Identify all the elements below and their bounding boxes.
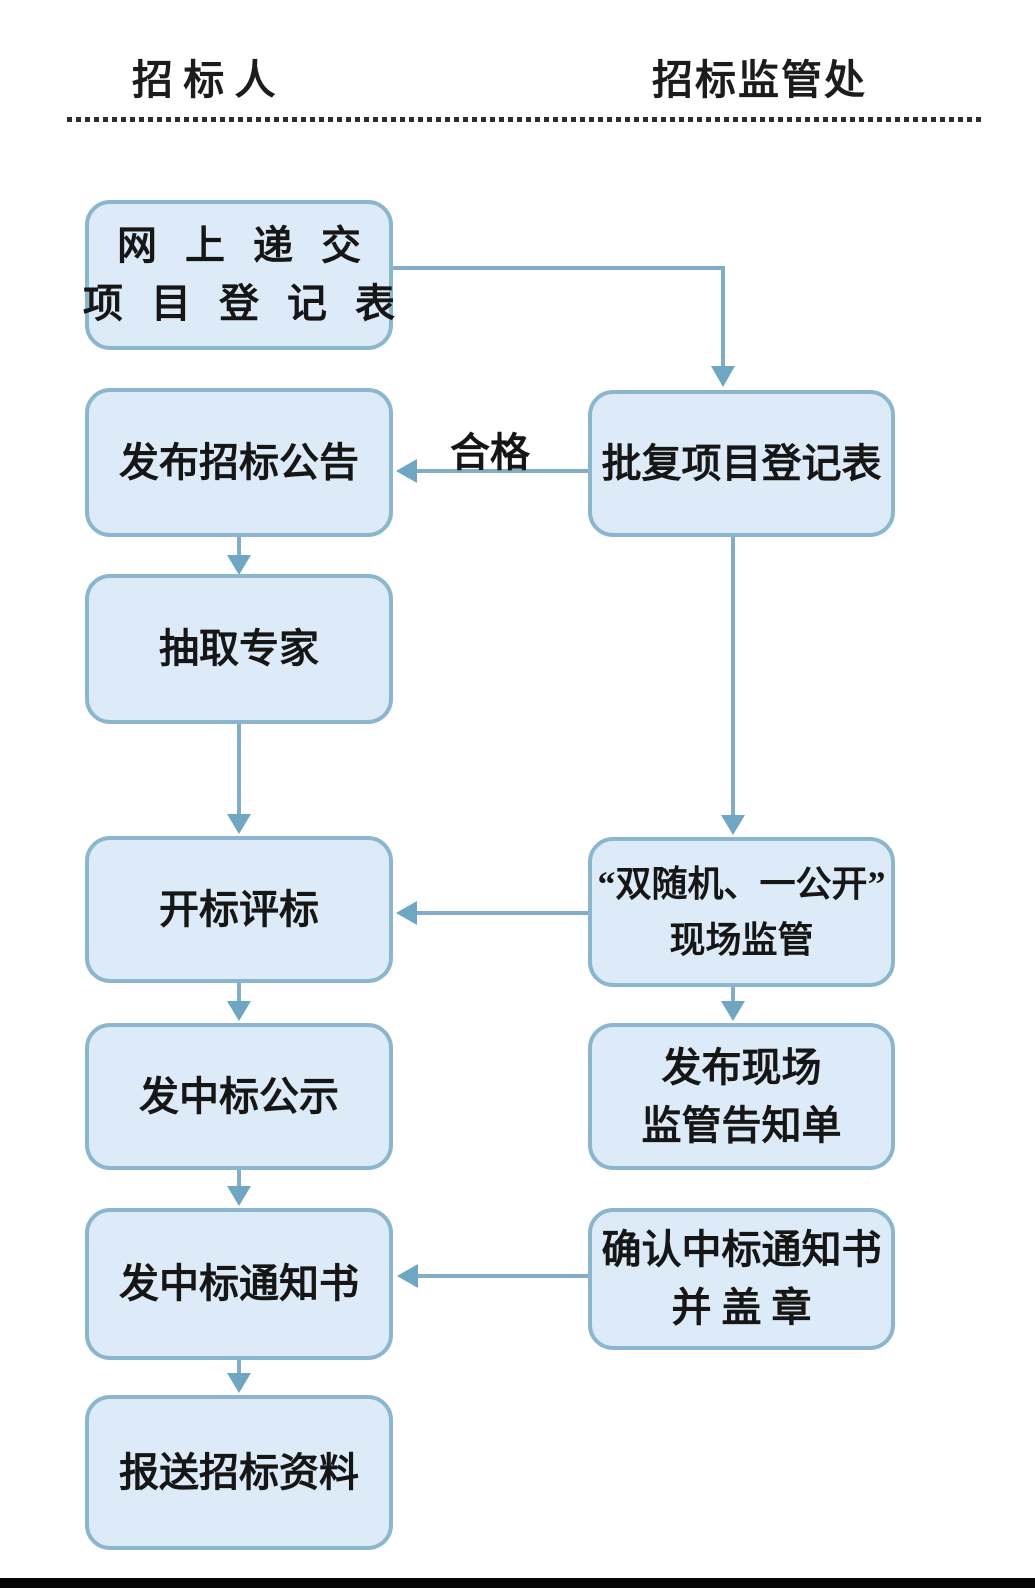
node-label: 现场监管 xyxy=(669,920,814,960)
lane-header-supervision-office: 招标监管处 xyxy=(652,57,867,103)
node-confirm-award: 确认中标通知书 并 盖 章 xyxy=(588,1208,895,1350)
arrowhead-into-bid-opening-top xyxy=(227,814,251,834)
arrowhead-into-select-experts xyxy=(227,555,251,575)
arrowhead-into-bid-opening-side xyxy=(396,901,417,925)
edge-submit-form-to-approve-form xyxy=(393,266,725,367)
node-label: 确认中标通知书 xyxy=(601,1227,882,1272)
node-label: 并 盖 章 xyxy=(671,1285,812,1330)
node-submit-materials: 报送招标资料 xyxy=(85,1395,393,1550)
lane-header-bidder: 招 标 人 xyxy=(132,57,276,103)
node-label: 网 上 递 交 xyxy=(117,223,370,268)
node-label: 报送招标资料 xyxy=(119,1449,359,1495)
arrowhead-into-publish-announcement xyxy=(396,459,417,483)
node-label: 项 目 登 记 表 xyxy=(83,281,404,326)
arrowhead-into-approve-form xyxy=(711,366,735,387)
edge-label-qualified: 合格 xyxy=(450,430,530,475)
node-award-notice: 发中标通知书 xyxy=(85,1208,393,1360)
arrowhead-into-onsite-supervision xyxy=(721,815,745,835)
arrowhead-into-submit-materials xyxy=(227,1373,251,1393)
node-label: 发中标通知书 xyxy=(119,1261,359,1306)
arrowhead-into-winner-publicity xyxy=(227,1001,251,1021)
node-label: 开标评标 xyxy=(159,886,319,932)
node-supervision-notice: 发布现场 监管告知单 xyxy=(588,1023,895,1170)
node-label: 发布招标公告 xyxy=(119,439,359,485)
node-label: 批复项目登记表 xyxy=(601,440,882,486)
node-onsite-supervision: “双随机、一公开” 现场监管 xyxy=(588,837,895,987)
bottom-border-bar xyxy=(0,1578,1035,1588)
node-winner-publicity: 发中标公示 xyxy=(85,1023,393,1170)
arrowhead-into-award-notice-side xyxy=(397,1264,418,1288)
node-label: 抽取专家 xyxy=(159,626,319,671)
node-approve-form: 批复项目登记表 xyxy=(588,390,895,537)
lane-divider-dotted-line xyxy=(67,117,985,122)
node-submit-form: 网 上 递 交 项 目 登 记 表 xyxy=(83,200,395,350)
arrowhead-into-award-notice-top xyxy=(227,1186,251,1206)
node-bid-opening: 开标评标 xyxy=(85,836,393,983)
node-label: 监管告知单 xyxy=(641,1102,842,1148)
node-label: 发布现场 xyxy=(661,1044,822,1090)
arrowhead-into-supervision-notice xyxy=(721,1001,745,1021)
node-publish-announcement: 发布招标公告 xyxy=(85,388,393,537)
node-select-experts: 抽取专家 xyxy=(85,574,393,724)
node-label: 发中标公示 xyxy=(139,1073,339,1119)
node-label: “双随机、一公开” xyxy=(597,864,886,904)
